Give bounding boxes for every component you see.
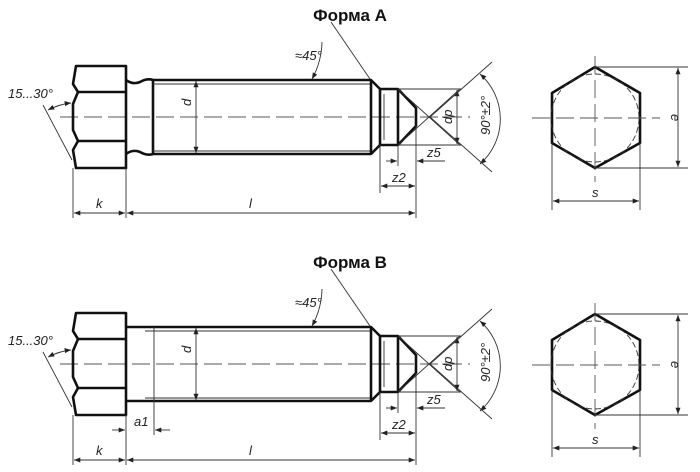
hex-head (550, 65, 642, 170)
thread-angle-label: ≈45° (295, 295, 322, 310)
s-label: s (592, 185, 599, 200)
thread-angle-label: ≈45° (295, 48, 322, 63)
e-label: e (668, 114, 683, 121)
k-label: k (96, 443, 104, 458)
chamfer-angle-label: 15...30° (8, 333, 53, 348)
s-label: s (592, 432, 599, 447)
side-view: 15...30° ≈45° d dp 90°±2° z5 z2 k l (8, 21, 501, 218)
d-label: d (179, 345, 194, 353)
z5-label: z5 (426, 392, 442, 407)
chamfer-angle-label: 15...30° (8, 86, 53, 101)
l-label: l (249, 443, 253, 458)
l-label: l (249, 196, 253, 211)
point-angle-label: 90°±2° (478, 96, 493, 135)
d-label: d (179, 98, 194, 106)
form-b-title: Форма В (313, 253, 387, 272)
end-view: e s (532, 303, 688, 457)
form-b: Форма В (8, 253, 688, 465)
hex-head (550, 312, 642, 417)
end-view: e s (532, 56, 688, 210)
bolt-shank (126, 325, 382, 403)
k-label: k (96, 196, 104, 211)
e-label: e (668, 361, 683, 368)
dp-label: dp (440, 357, 455, 371)
a1-label: a1 (134, 414, 148, 429)
z2-label: z2 (391, 417, 407, 432)
side-view: 15...30° ≈45° d dp 90°±2° z5 z2 a1 k l (8, 268, 501, 465)
point-angle-label: 90°±2° (478, 343, 493, 382)
bolt-point (380, 334, 418, 394)
form-a-title: Форма А (313, 6, 387, 25)
dp-label: dp (440, 110, 455, 124)
form-a: Форма А (8, 6, 688, 218)
z2-label: z2 (391, 170, 407, 185)
bolt-point (380, 87, 418, 147)
undercut (125, 78, 154, 156)
z5-label: z5 (426, 145, 442, 160)
